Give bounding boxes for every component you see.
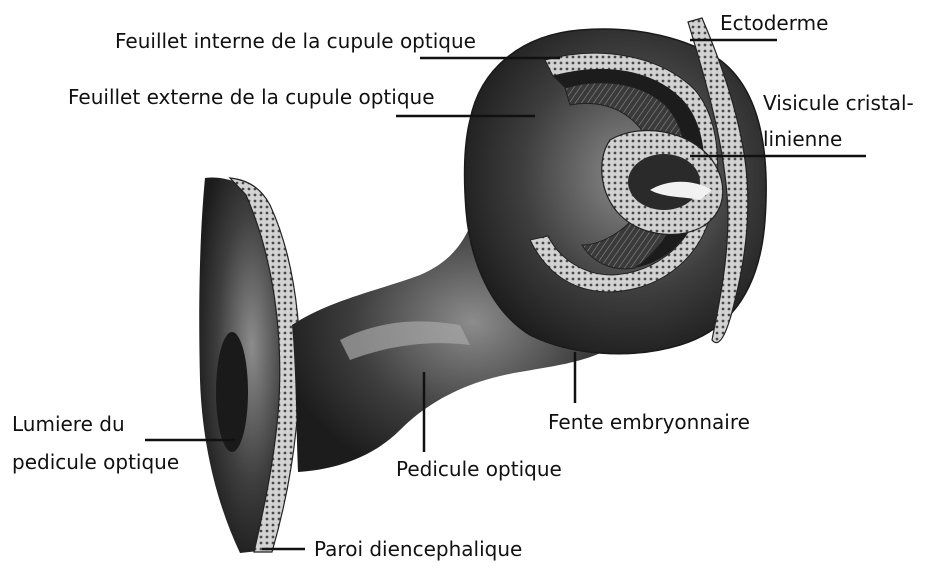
label-paroi: Paroi diencephalique — [314, 537, 522, 561]
label-lumiere-line1: Lumiere du — [12, 412, 125, 436]
diencephalic-wall — [199, 177, 300, 553]
label-pedicule: Pedicule optique — [396, 457, 562, 481]
optic-stalk-lumen — [216, 332, 248, 452]
label-feuillet-externe: Feuillet externe de la cupule optique — [68, 85, 435, 109]
label-visicule-line2: linienne — [763, 127, 842, 151]
label-feuillet-interne: Feuillet interne de la cupule optique — [115, 29, 476, 53]
label-lumiere-line2: pedicule optique — [12, 450, 179, 474]
label-fente: Fente embryonnaire — [548, 410, 750, 434]
label-ectoderme: Ectoderme — [720, 11, 828, 35]
label-visicule-line1: Visicule cristal- — [763, 91, 914, 115]
